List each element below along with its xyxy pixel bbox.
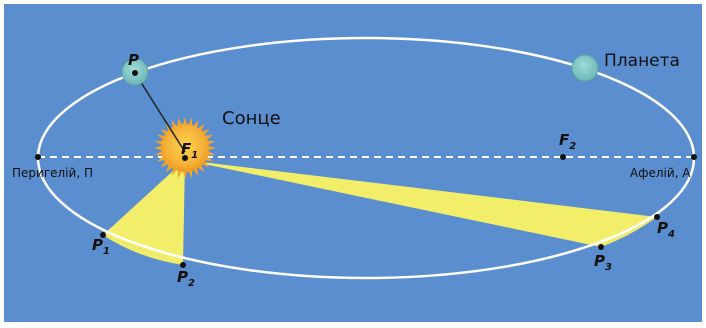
label-sun: Сонце xyxy=(222,108,281,129)
label-f1: F1 xyxy=(181,140,198,161)
point-p2 xyxy=(180,262,186,268)
label-aphelion: Афелій, А xyxy=(630,166,691,180)
sector-p3-p4 xyxy=(185,160,657,247)
sector-p3-p4-arc xyxy=(601,217,657,247)
radius-line xyxy=(134,72,186,153)
label-p2: P2 xyxy=(177,268,195,289)
point-f1 xyxy=(182,155,188,161)
point-p1 xyxy=(100,232,106,238)
point-p4 xyxy=(654,214,660,220)
label-p3: P3 xyxy=(594,252,612,273)
label-p1: P1 xyxy=(92,236,110,257)
sun xyxy=(161,124,209,172)
point-perihelion xyxy=(35,154,41,160)
point-aphelion xyxy=(691,154,697,160)
label-p4: P4 xyxy=(657,219,675,240)
label-p: P xyxy=(128,51,139,69)
point-f2 xyxy=(560,154,566,160)
point-p xyxy=(132,70,138,76)
sector-p1-p2-arc xyxy=(103,235,183,265)
point-p3 xyxy=(598,244,604,250)
label-planet: Планета xyxy=(604,51,680,71)
planet xyxy=(571,54,599,82)
label-f2: F2 xyxy=(559,131,576,152)
background xyxy=(4,4,702,322)
label-perihelion: Перигелій, П xyxy=(12,166,93,180)
